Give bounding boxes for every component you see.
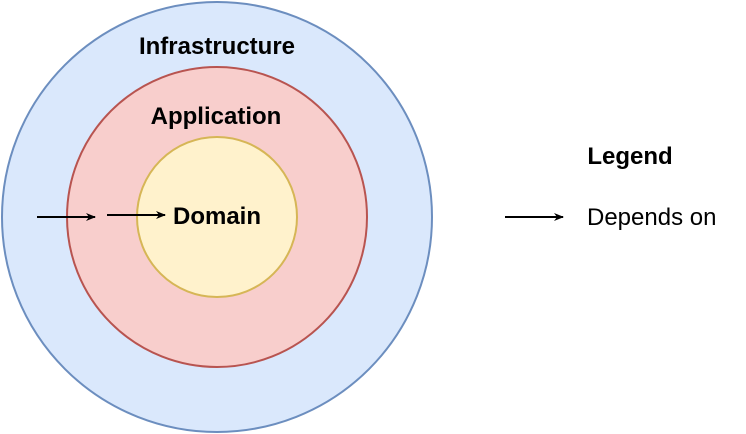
application-layer-label: Application <box>151 103 282 130</box>
domain-layer-circle <box>136 136 298 298</box>
legend-title: Legend <box>587 143 672 170</box>
legend-depends-on-label: Depends on <box>587 204 716 231</box>
domain-layer-label: Domain <box>173 203 261 230</box>
infrastructure-layer-label: Infrastructure <box>139 33 295 60</box>
